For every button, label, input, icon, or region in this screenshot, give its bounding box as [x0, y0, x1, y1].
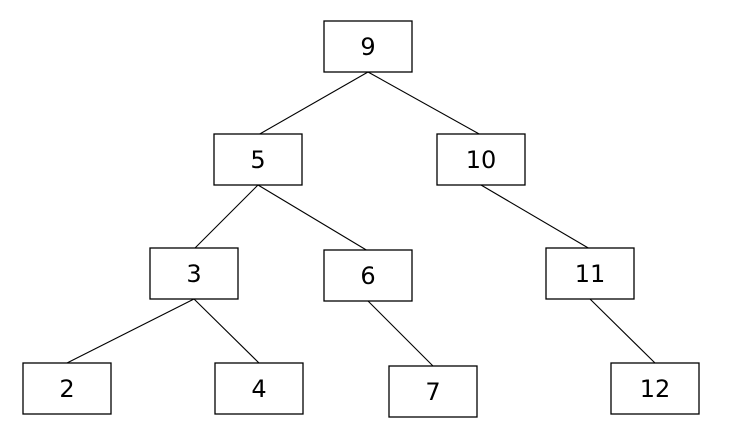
node-label: 5 [250, 146, 265, 174]
edge-6-7 [367, 300, 434, 367]
edge-5-6 [257, 184, 369, 252]
node-label: 2 [59, 375, 74, 403]
tree-node-7: 7 [388, 365, 478, 418]
tree-nodes: 9 5 10 3 6 11 2 4 [22, 20, 700, 418]
node-label: 11 [575, 260, 606, 288]
node-label: 6 [360, 262, 375, 290]
node-label: 7 [425, 378, 440, 406]
tree-edges [66, 71, 656, 367]
edge-9-10 [367, 71, 482, 136]
tree-node-2: 2 [22, 362, 112, 415]
tree-node-6: 6 [323, 249, 413, 302]
edge-9-5 [257, 71, 369, 136]
tree-node-4: 4 [214, 362, 304, 415]
edge-11-12 [589, 298, 656, 364]
edge-3-2 [66, 298, 195, 364]
edge-3-4 [193, 298, 260, 364]
tree-node-5: 5 [213, 133, 303, 186]
tree-node-11: 11 [545, 247, 635, 300]
node-label: 4 [251, 375, 266, 403]
node-label: 3 [186, 260, 201, 288]
tree-node-10: 10 [436, 133, 526, 186]
tree-node-9: 9 [323, 20, 413, 73]
edge-10-11 [480, 184, 591, 250]
node-label: 10 [466, 146, 497, 174]
node-label: 12 [640, 375, 671, 403]
tree-node-12: 12 [610, 362, 700, 415]
edge-5-3 [193, 184, 259, 250]
tree-node-3: 3 [149, 247, 239, 300]
node-label: 9 [360, 33, 375, 61]
